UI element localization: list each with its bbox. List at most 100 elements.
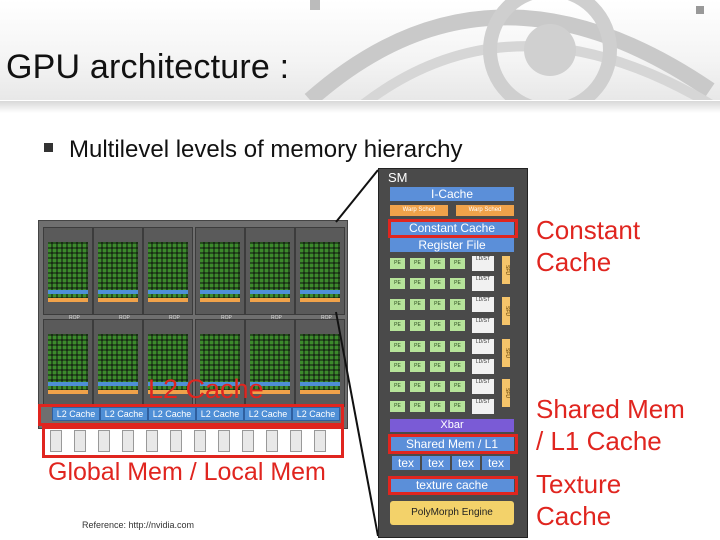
texture-cache-block: texture cache	[390, 478, 514, 492]
page-title: GPU architecture :	[6, 48, 290, 86]
xbar-block: Xbar	[390, 419, 514, 432]
global-mem-label: Global Mem / Local Mem	[48, 458, 326, 486]
pe-unit: PE	[390, 381, 405, 392]
pe-unit: PE	[410, 299, 425, 310]
constant-cache-label: Constant Cache	[536, 214, 640, 278]
l2-cache-slice: L2 Cache	[196, 407, 244, 421]
pe-unit: PE	[390, 299, 405, 310]
rop-label: ROP	[69, 315, 80, 321]
pe-unit: PE	[410, 361, 425, 372]
dram-chip	[242, 430, 254, 452]
pe-unit: PE	[430, 299, 445, 310]
ldst-unit: LD/ST	[472, 297, 494, 312]
l2-cache-highlight	[38, 404, 344, 426]
l2-cache-slice: L2 Cache	[148, 407, 196, 421]
gpc-block	[93, 227, 143, 315]
eye-logo-icon	[304, 0, 715, 100]
label-line: Texture	[536, 469, 622, 499]
sfu-unit: SFU	[502, 297, 510, 325]
label-line: Shared Mem	[536, 394, 685, 424]
gpc-block	[143, 319, 193, 407]
rop-label: ROP	[221, 315, 232, 321]
ldst-unit: LD/ST	[472, 379, 494, 394]
pe-unit: PE	[390, 341, 405, 352]
global-mem-highlight	[42, 426, 344, 458]
dram-chip	[218, 430, 230, 452]
gpu-chip-diagram: ROP ROP ROP ROP ROP ROP	[38, 220, 348, 429]
dram-chip	[50, 430, 62, 452]
ldst-unit: LD/ST	[472, 339, 494, 354]
tex-unit: tex	[422, 456, 450, 470]
gpc-block	[245, 319, 295, 407]
l2-cache-slice: L2 Cache	[244, 407, 292, 421]
gpc-block	[195, 227, 245, 315]
bullet-item: Multilevel levels of memory hierarchy	[44, 136, 462, 164]
dram-chip	[98, 430, 110, 452]
dram-chip	[314, 430, 326, 452]
dram-chip	[170, 430, 182, 452]
ldst-unit: LD/ST	[472, 318, 494, 333]
dram-chip	[290, 430, 302, 452]
pe-unit: PE	[430, 341, 445, 352]
label-line: Constant	[536, 215, 641, 245]
gpc-block	[245, 227, 295, 315]
pe-unit: PE	[450, 320, 465, 331]
pe-unit: PE	[390, 361, 405, 372]
pe-unit: PE	[430, 361, 445, 372]
pe-unit: PE	[450, 258, 465, 269]
bullet-text: Multilevel levels of memory hierarchy	[69, 136, 463, 163]
texture-cache-highlight	[388, 476, 518, 495]
label-line: / L1 Cache	[536, 426, 662, 456]
pe-unit: PE	[410, 320, 425, 331]
warp-scheduler-1: Warp Sched	[390, 205, 448, 216]
tex-unit: tex	[482, 456, 510, 470]
texture-cache-label: Texture Cache	[536, 468, 621, 532]
register-file-block: Register File	[390, 238, 514, 252]
shared-mem-block: Shared Mem / L1	[390, 437, 514, 451]
pe-unit: PE	[450, 401, 465, 412]
pe-unit: PE	[450, 341, 465, 352]
reference-text: Reference: http://nvidia.com	[82, 520, 195, 530]
pe-unit: PE	[410, 381, 425, 392]
l2-cache-slice: L2 Cache	[292, 407, 340, 421]
l2-cache-slice: L2 Cache	[100, 407, 148, 421]
pe-unit: PE	[390, 320, 405, 331]
gpc-block	[143, 227, 193, 315]
pe-unit: PE	[430, 320, 445, 331]
pe-unit: PE	[450, 278, 465, 289]
pe-unit: PE	[390, 401, 405, 412]
pe-unit: PE	[410, 341, 425, 352]
shared-mem-highlight	[388, 434, 518, 454]
pe-unit: PE	[430, 278, 445, 289]
pe-unit: PE	[450, 361, 465, 372]
dram-chip	[146, 430, 158, 452]
header-divider	[0, 101, 720, 113]
pe-unit: PE	[390, 258, 405, 269]
gpc-block	[93, 319, 143, 407]
pe-unit: PE	[450, 381, 465, 392]
bullet-square-icon	[44, 143, 53, 153]
dram-chip	[74, 430, 86, 452]
dram-chip	[194, 430, 206, 452]
ldst-unit: LD/ST	[472, 399, 494, 414]
sfu-unit: SFU	[502, 379, 510, 407]
l2-cache-label: L2 Cache	[148, 374, 264, 404]
gpc-block	[43, 227, 93, 315]
dram-chip	[266, 430, 278, 452]
sm-title: SM	[388, 170, 408, 185]
gpc-block	[43, 319, 93, 407]
dram-chip	[122, 430, 134, 452]
shared-mem-label: Shared Mem / L1 Cache	[536, 393, 685, 457]
slide-header: GPU architecture :	[0, 0, 720, 100]
gpc-block	[295, 319, 345, 407]
warp-scheduler-2: Warp Sched	[456, 205, 514, 216]
constant-cache-highlight	[388, 219, 518, 238]
pe-unit: PE	[450, 299, 465, 310]
pe-unit: PE	[390, 278, 405, 289]
sfu-unit: SFU	[502, 256, 510, 284]
rop-label: ROP	[321, 315, 332, 321]
rop-label: ROP	[119, 315, 130, 321]
gpc-block	[195, 319, 245, 407]
tex-unit: tex	[392, 456, 420, 470]
